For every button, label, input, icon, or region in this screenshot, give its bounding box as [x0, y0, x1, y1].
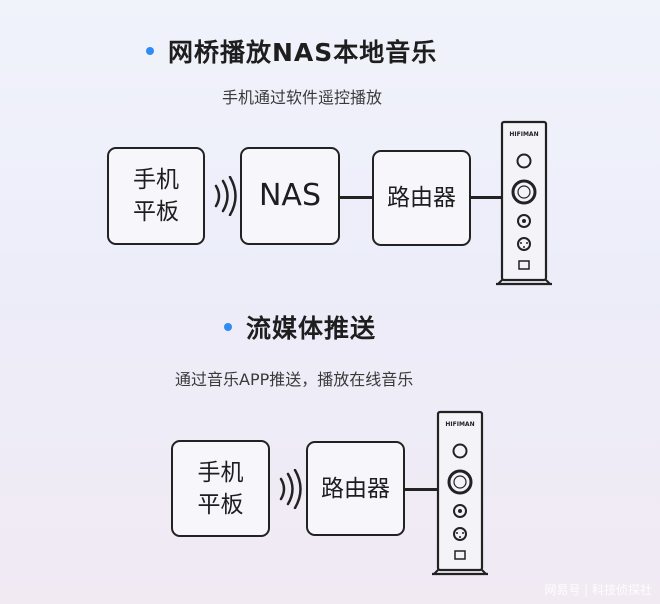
- nas-node: NAS: [240, 147, 340, 245]
- bullet-dot-icon: [224, 323, 232, 331]
- phone-tablet-node: 手机 平板: [171, 440, 270, 537]
- hifiman-streamer-device-icon: HIFIMAN: [496, 120, 552, 286]
- wireless-signal-icon: [279, 469, 302, 509]
- wireless-signal-icon: [214, 176, 237, 216]
- connector-line: [340, 196, 372, 199]
- section-1-title: 网桥播放NAS本地音乐: [146, 33, 437, 69]
- connector-line: [405, 488, 439, 491]
- section-1-subtitle: 手机通过软件遥控播放: [222, 88, 383, 107]
- watermark: 网易号 | 科技侦探社: [544, 583, 652, 597]
- hifiman-streamer-device-icon: HIFIMAN: [432, 410, 488, 576]
- router-node: 路由器: [372, 150, 471, 246]
- section-2-title: 流媒体推送: [224, 309, 376, 345]
- bullet-dot-icon: [146, 47, 154, 55]
- section-2-subtitle: 通过音乐APP推送，播放在线音乐: [175, 370, 414, 389]
- device-brand-label: HIFIMAN: [445, 421, 474, 428]
- phone-tablet-node: 手机 平板: [107, 147, 205, 245]
- router-node: 路由器: [306, 441, 405, 536]
- device-brand-label: HIFIMAN: [509, 131, 538, 138]
- connector-line: [471, 196, 502, 199]
